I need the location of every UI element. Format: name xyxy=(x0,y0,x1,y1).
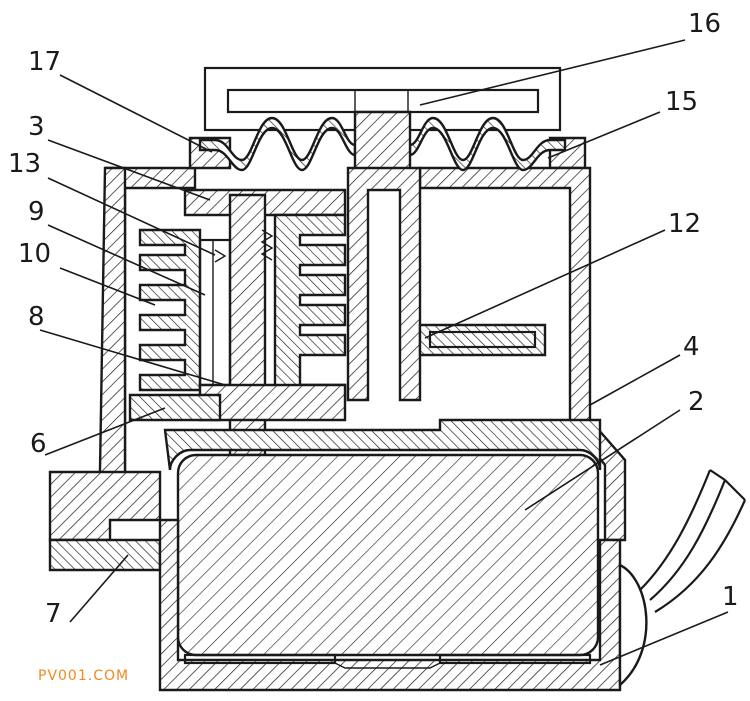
callout-13: 13 xyxy=(8,149,41,179)
leader-lines xyxy=(39,39,729,666)
callout-12: 12 xyxy=(668,209,701,239)
callout-1: 1 xyxy=(722,582,739,612)
central-shaft xyxy=(346,166,547,402)
callout-6: 6 xyxy=(30,429,47,459)
callout-2: 2 xyxy=(688,387,705,417)
diaphragm xyxy=(198,110,567,177)
callout-16: 16 xyxy=(688,9,721,39)
callout-labels: 17 3 13 9 10 8 6 7 16 15 12 4 2 1 xyxy=(8,9,739,629)
callout-10: 10 xyxy=(18,239,51,269)
watermark-text: PV001.COM xyxy=(38,668,129,684)
callout-8: 8 xyxy=(28,302,45,332)
callout-3: 3 xyxy=(28,112,45,142)
motor-rotor xyxy=(158,418,622,692)
callout-9: 9 xyxy=(28,197,45,227)
cable-gland xyxy=(618,469,747,688)
callout-15: 15 xyxy=(665,87,698,117)
callout-7: 7 xyxy=(45,599,62,629)
callout-4: 4 xyxy=(683,332,700,362)
inner-assembly xyxy=(128,188,347,457)
callout-17: 17 xyxy=(28,47,61,77)
